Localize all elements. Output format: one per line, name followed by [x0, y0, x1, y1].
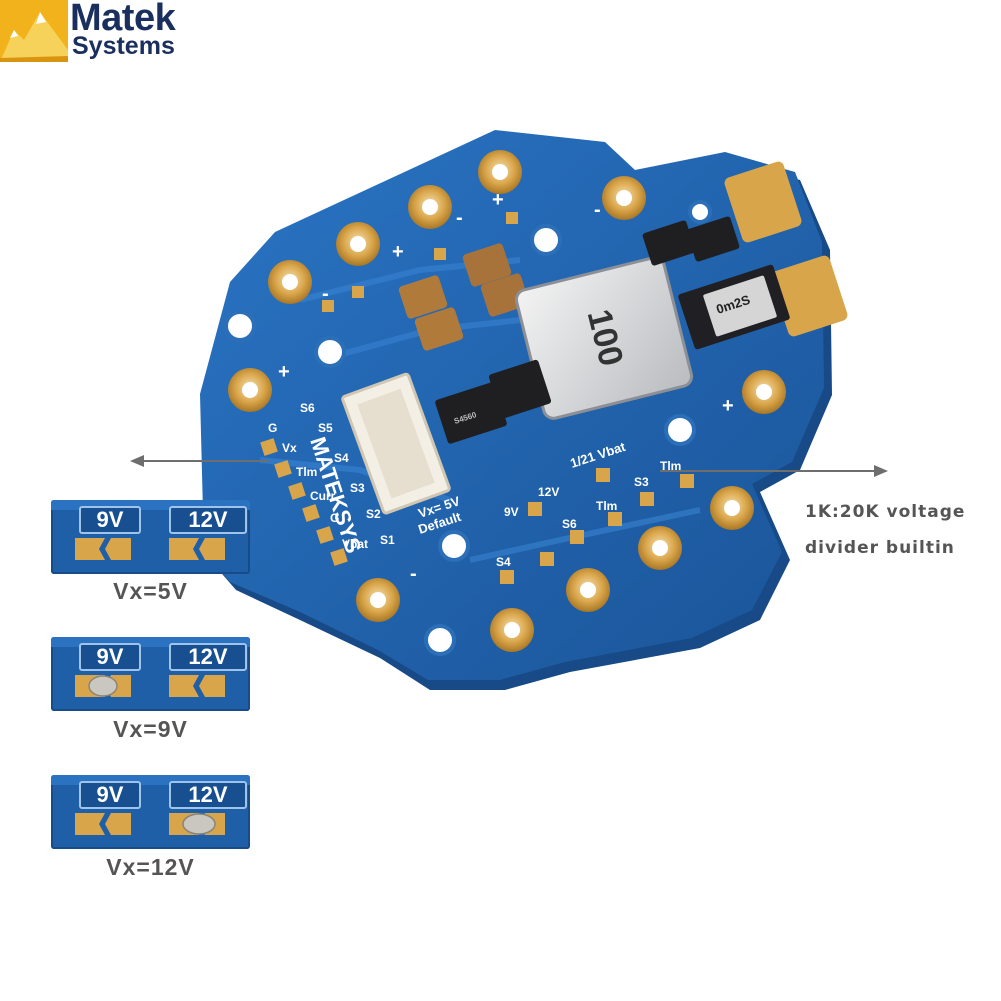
solder-pad-rings — [228, 150, 786, 652]
jumper-label-12v: 12V — [169, 643, 247, 671]
silk-polarity-2: - — [322, 283, 329, 305]
mountain-logo-icon — [0, 0, 68, 62]
jumper-label-9v: 9V — [79, 506, 141, 534]
jumper-caption-12v: Vx=12V — [106, 854, 195, 880]
silk-pin-s2: S2 — [366, 507, 381, 521]
silk-polarity-1: + — [278, 361, 290, 383]
jumper-pad-12v-open — [169, 538, 225, 560]
silk-polarity-6: - — [594, 199, 601, 221]
jumper-pad-9v-open — [75, 813, 131, 835]
silk-pin-s3b: S3 — [634, 475, 649, 489]
jumper-panel-12v: 9V 12V — [51, 775, 250, 849]
jumper-pad-12v-open — [169, 675, 225, 697]
divider-note-line1: 1K:20K voltage — [805, 502, 966, 522]
jumper-pad-9v-bridged — [75, 675, 131, 697]
jumper-pad-9v-open — [75, 538, 131, 560]
jumper-panel-9v: 9V 12V — [51, 637, 250, 711]
silk-pin-s6: S6 — [300, 401, 315, 415]
ic-chips — [435, 216, 790, 444]
capacitors — [398, 243, 530, 351]
silk-pin-s3: S3 — [350, 481, 365, 495]
jumper-label-12v: 12V — [169, 781, 247, 809]
jumper-pad-12v-bridged — [169, 813, 225, 835]
silk-polarity-3: + — [392, 241, 404, 263]
silk-pin-g1: G — [268, 421, 277, 435]
silk-polarity-7: + — [722, 395, 734, 417]
brand-logo: Matek Systems — [0, 0, 210, 62]
silk-polarity-4: - — [456, 207, 463, 229]
silk-pin-g2: G — [330, 511, 339, 525]
jumper-label-9v: 9V — [79, 643, 141, 671]
inductor: 100 — [514, 256, 694, 420]
jumper-label-9v: 9V — [79, 781, 141, 809]
silk-pin-s1: S1 — [380, 533, 395, 547]
jst-connector — [341, 372, 451, 515]
silk-pin-tlm3: Tlm — [596, 499, 617, 513]
silk-pin-s4: S4 — [334, 451, 349, 465]
silk-pin-12v: 12V — [538, 485, 559, 499]
silk-pin-tlm1: Tlm — [296, 465, 317, 479]
silk-polarity-5: + — [492, 189, 504, 211]
battery-pads — [724, 161, 848, 337]
silk-pin-s5: S5 — [318, 421, 333, 435]
silk-pin-vx: Vx — [282, 441, 297, 455]
silk-pin-tlm2: Tlm — [660, 459, 681, 473]
divider-note-line2: divider builtin — [805, 538, 955, 558]
callout-arrow-right — [660, 465, 888, 477]
silk-pin-vbat: Vbat — [342, 537, 368, 551]
brand-name-secondary: Systems — [72, 32, 175, 60]
silk-pin-s4b: S4 — [496, 555, 511, 569]
mounting-holes — [224, 200, 712, 656]
silk-pin-s6b: S6 — [562, 517, 577, 531]
jumper-panel-5v: 9V 12V — [51, 500, 250, 574]
brand-name-primary: Matek — [70, 0, 176, 39]
silk-pin-9v: 9V — [504, 505, 519, 519]
callout-arrow-left — [130, 455, 270, 467]
silk-polarity-8: - — [410, 563, 417, 585]
silk-pin-curr: Curr — [310, 489, 336, 503]
jumper-caption-5v: Vx=5V — [113, 578, 188, 604]
jumper-label-12v: 12V — [169, 506, 247, 534]
signal-pads — [260, 212, 694, 584]
jumper-caption-9v: Vx=9V — [113, 716, 188, 742]
